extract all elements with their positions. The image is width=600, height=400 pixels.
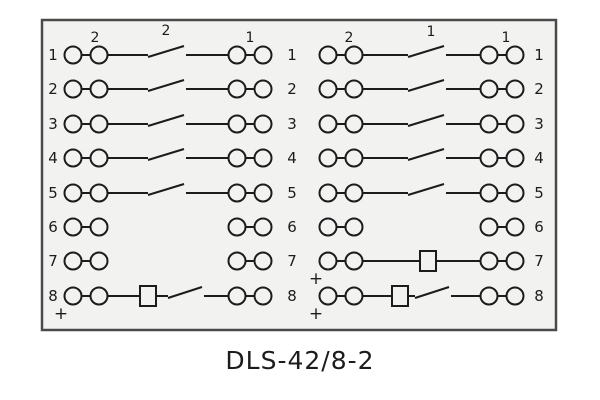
terminal-number: 2 (534, 80, 544, 98)
terminal-number: 1 (287, 46, 297, 64)
terminal-number: 1 (48, 46, 58, 64)
switch-contact (147, 148, 185, 161)
terminal-number: 3 (534, 115, 544, 133)
switch-contact (414, 286, 450, 299)
switch-contact (407, 45, 445, 58)
terminal-number: 3 (287, 115, 297, 133)
terminal-number: 4 (48, 149, 58, 167)
terminal-number: 5 (48, 184, 58, 202)
switch-contact (167, 286, 203, 299)
polarity-plus: + (309, 269, 323, 289)
switch-contact (147, 45, 185, 58)
terminal-number: 5 (287, 184, 297, 202)
contact-tag: 2 (162, 23, 171, 39)
terminal-number: 2 (287, 80, 297, 98)
contact-tag: 1 (502, 30, 511, 46)
contact-tag: 2 (345, 30, 354, 46)
switch-contact (147, 114, 185, 127)
terminal-number: 3 (48, 115, 58, 133)
switch-contact (147, 183, 185, 196)
polarity-plus: + (54, 304, 68, 324)
contact-tag: 1 (427, 24, 436, 40)
terminal-number: 8 (287, 287, 297, 305)
contact-tag: 2 (91, 30, 100, 46)
switch-contact (147, 79, 185, 92)
switch-contact (407, 79, 445, 92)
polarity-plus: + (309, 304, 323, 324)
switch-contact (407, 148, 445, 161)
switch-contact (407, 183, 445, 196)
terminal-number: 7 (48, 252, 58, 270)
panel-frame (40, 18, 558, 332)
terminal-number: 8 (534, 287, 544, 305)
terminal-number: 7 (287, 252, 297, 270)
terminal-number: 5 (534, 184, 544, 202)
terminal-number: 4 (534, 149, 544, 167)
switch-contact (407, 114, 445, 127)
diagram-title: DLS-42/8-2 (225, 346, 375, 375)
terminal-number: 8 (48, 287, 58, 305)
terminal-number: 6 (534, 218, 544, 236)
terminal-number: 6 (287, 218, 297, 236)
terminal-number: 2 (48, 80, 58, 98)
terminal-number: 4 (287, 149, 297, 167)
terminal-number: 1 (534, 46, 544, 64)
contact-tag: 1 (246, 30, 255, 46)
terminal-number: 7 (534, 252, 544, 270)
terminal-number: 6 (48, 218, 58, 236)
